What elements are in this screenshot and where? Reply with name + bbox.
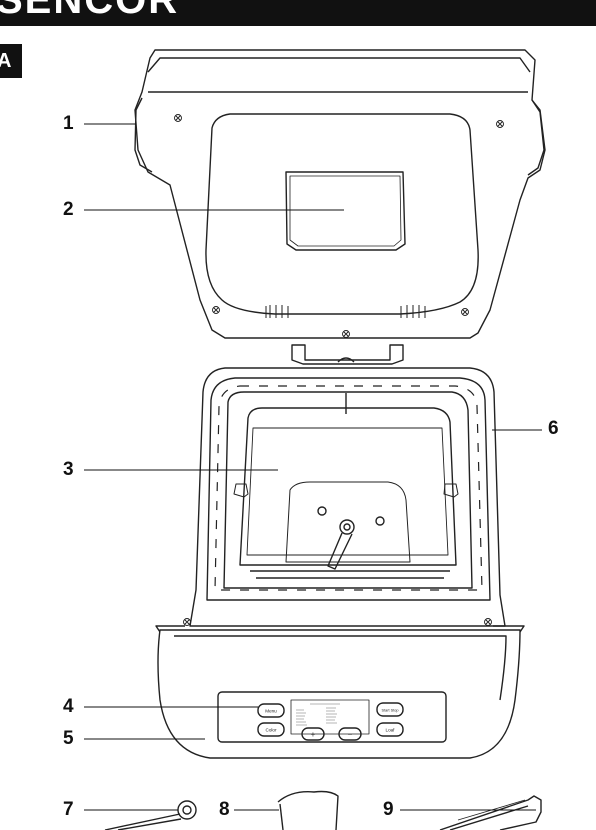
paddle-hook (439, 795, 542, 830)
lid (134, 49, 546, 339)
body (155, 367, 525, 759)
baking-pan (233, 393, 459, 579)
btn-plus-shape (301, 727, 325, 741)
btn-startstop-label: Start Stop (382, 709, 399, 713)
section-letter: A (0, 50, 12, 72)
btn-minus-shape (338, 727, 362, 741)
section-tab: A (0, 44, 22, 78)
btn-loaf-label: Loaf (386, 728, 396, 733)
brand-title: SENCOR (0, 0, 180, 22)
btn-color-label: Color (266, 728, 277, 733)
leader-lines (84, 123, 542, 811)
hinge (291, 344, 404, 365)
btn-menu-label: Menu (265, 709, 277, 714)
btn-loaf-shape (376, 722, 404, 737)
ventilation-slots (214, 385, 483, 591)
measuring-cup (277, 790, 339, 830)
callout-7: 7 (63, 799, 74, 820)
header-bar: SENCOR (0, 0, 596, 26)
btn-startstop-shape (376, 702, 404, 717)
callout-1: 1 (63, 113, 74, 134)
btn-menu-shape (257, 703, 285, 718)
lid-vents (265, 305, 426, 318)
viewing-window (285, 171, 406, 251)
callout-8: 8 (219, 799, 230, 820)
measuring-spoon (104, 800, 197, 830)
kneading-paddle (327, 519, 355, 570)
btn-plus-label: + (311, 730, 316, 739)
callout-9: 9 (383, 799, 394, 820)
callout-3: 3 (63, 459, 74, 480)
control-panel (217, 691, 447, 743)
callout-5: 5 (63, 728, 74, 749)
btn-color-shape (257, 722, 285, 737)
callout-6: 6 (548, 418, 559, 439)
callout-4: 4 (63, 696, 74, 717)
lid-inner-panel (205, 113, 479, 315)
btn-minus-label: − (348, 730, 353, 739)
lid-screws (174, 114, 504, 338)
callout-2: 2 (63, 199, 74, 220)
